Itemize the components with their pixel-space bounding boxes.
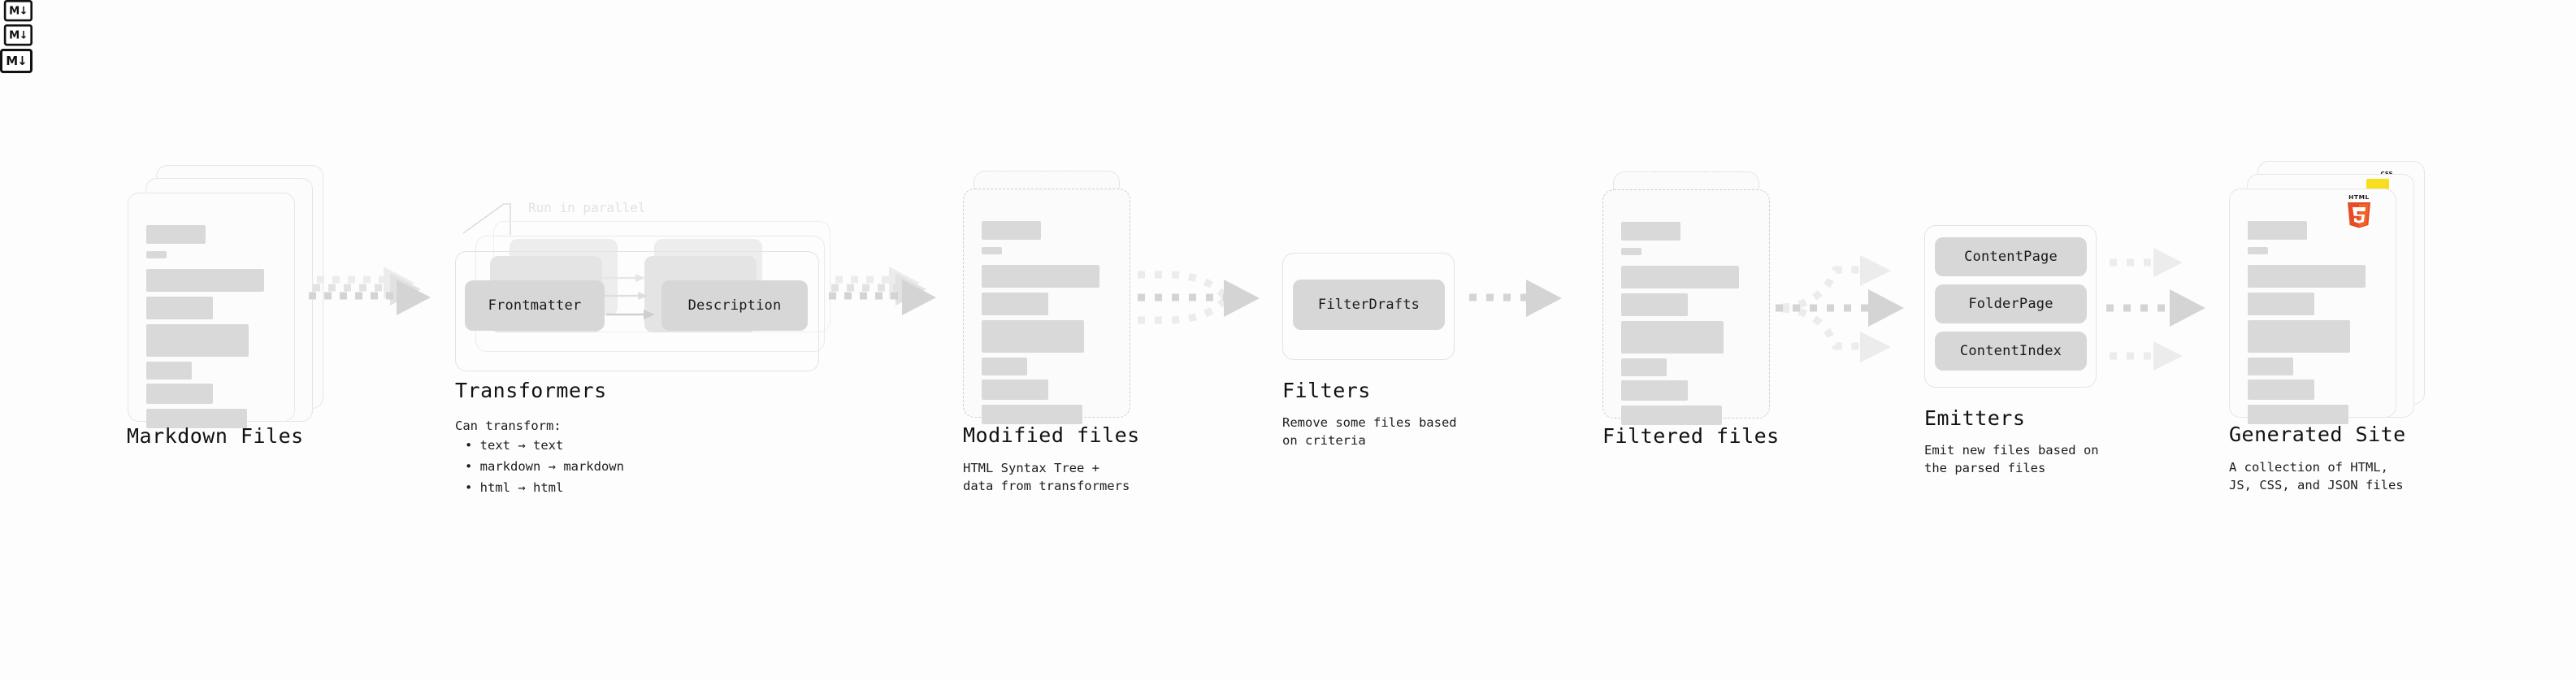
connector-filtered-to-emitters [1776, 255, 1904, 362]
skeleton-line [146, 297, 213, 319]
skeleton-line [2248, 247, 2268, 254]
skeleton-line [982, 380, 1048, 400]
skeleton-line [982, 265, 1099, 288]
skeleton-line [982, 320, 1084, 353]
skeleton-line [982, 221, 1041, 240]
stage-subtitle-generated-site: A collection of HTML, JS, CSS, and JSON … [2229, 460, 2404, 493]
transformers-bullet-3: • html → html [465, 480, 564, 495]
connector-filters-to-filtered [1469, 280, 1562, 317]
emitter-node-contentpage[interactable]: ContentPage [1935, 237, 2087, 276]
skeleton-line [1621, 293, 1688, 316]
markdown-badge-front: M↓ [0, 49, 33, 73]
connector-markdown-to-transformers [309, 267, 431, 315]
connector-emitters-to-site [2106, 248, 2205, 371]
markdown-badge-back-1: M↓ [3, 24, 33, 46]
stage-markdown-files: M↓ M↓ M↓ Markdown Files [0, 0, 323, 448]
skeleton-line [146, 269, 264, 292]
connector-modified-to-filters [1138, 271, 1260, 324]
filtered-card-front [1602, 189, 1770, 425]
skeleton-line [982, 247, 1002, 254]
skeleton-line [2248, 358, 2293, 375]
stage-subtitle-filters: Remove some files based on criteria [1282, 415, 1457, 449]
stage-subtitle-emitters: Emit new files based on the parsed files [1924, 443, 2099, 476]
filter-node-filterdrafts[interactable]: FilterDrafts [1293, 280, 1445, 330]
stage-subtitle-transformers: Can transform: [455, 419, 562, 433]
skeleton-line [982, 405, 1082, 424]
transformer-node-frontmatter[interactable]: Frontmatter [465, 280, 605, 331]
filters-box [1282, 253, 1455, 360]
skeleton-line [146, 225, 206, 244]
html5-badge-label: HTML [2348, 193, 2370, 201]
skeleton-line [146, 362, 192, 380]
stage-subtitle-modified-files: HTML Syntax Tree + data from transformer… [963, 461, 1130, 494]
skeleton-line [146, 251, 167, 258]
transformer-internal-arrows [601, 274, 655, 319]
annotation-run-in-parallel: Run in parallel [528, 200, 646, 215]
skeleton-line [2248, 405, 2348, 424]
skeleton-line [982, 358, 1027, 375]
skeleton-line [1621, 266, 1739, 288]
stage-title-generated-site: Generated Site [2229, 423, 2406, 446]
skeleton-line [2248, 380, 2314, 400]
skeleton-line [1621, 222, 1680, 241]
skeleton-line [146, 324, 249, 357]
skeleton-line [2248, 221, 2307, 240]
site-card-front [2229, 189, 2396, 424]
stage-title-markdown-files: Markdown Files [127, 424, 304, 448]
transformer-node-description[interactable]: Description [661, 280, 808, 331]
connector-transformers-to-modified [829, 267, 936, 315]
emitter-node-folderpage[interactable]: FolderPage [1935, 284, 2087, 323]
emitter-node-contentindex[interactable]: ContentIndex [1935, 332, 2087, 371]
transformers-box-front [455, 251, 819, 371]
run-in-parallel-leader [462, 203, 511, 235]
skeleton-line [146, 409, 247, 428]
stage-title-modified-files: Modified files [963, 423, 1140, 447]
skeleton-line [2248, 265, 2366, 288]
skeleton-line [1621, 321, 1724, 354]
skeleton-line [1621, 380, 1688, 401]
skeleton-line [982, 293, 1048, 315]
skeleton-line [2248, 293, 2314, 315]
transformers-bullet-1: • text → text [465, 438, 564, 453]
stage-title-transformers: Transformers [455, 379, 607, 402]
markdown-badge-back-2: M↓ [3, 0, 33, 22]
transformers-bullet-2: • markdown → markdown [465, 459, 624, 474]
stage-title-filters: Filters [1282, 379, 1371, 402]
markdown-card-front [128, 193, 295, 428]
skeleton-line [146, 384, 213, 404]
skeleton-line [1621, 248, 1641, 255]
emitters-box [1924, 225, 2097, 388]
skeleton-line [1621, 406, 1722, 425]
html5-badge: HTML [2344, 192, 2374, 229]
stage-title-filtered-files: Filtered files [1602, 424, 1780, 448]
skeleton-line [2248, 320, 2350, 353]
stage-title-emitters: Emitters [1924, 406, 2026, 430]
modified-card-front [963, 189, 1130, 424]
skeleton-line [1621, 358, 1667, 376]
